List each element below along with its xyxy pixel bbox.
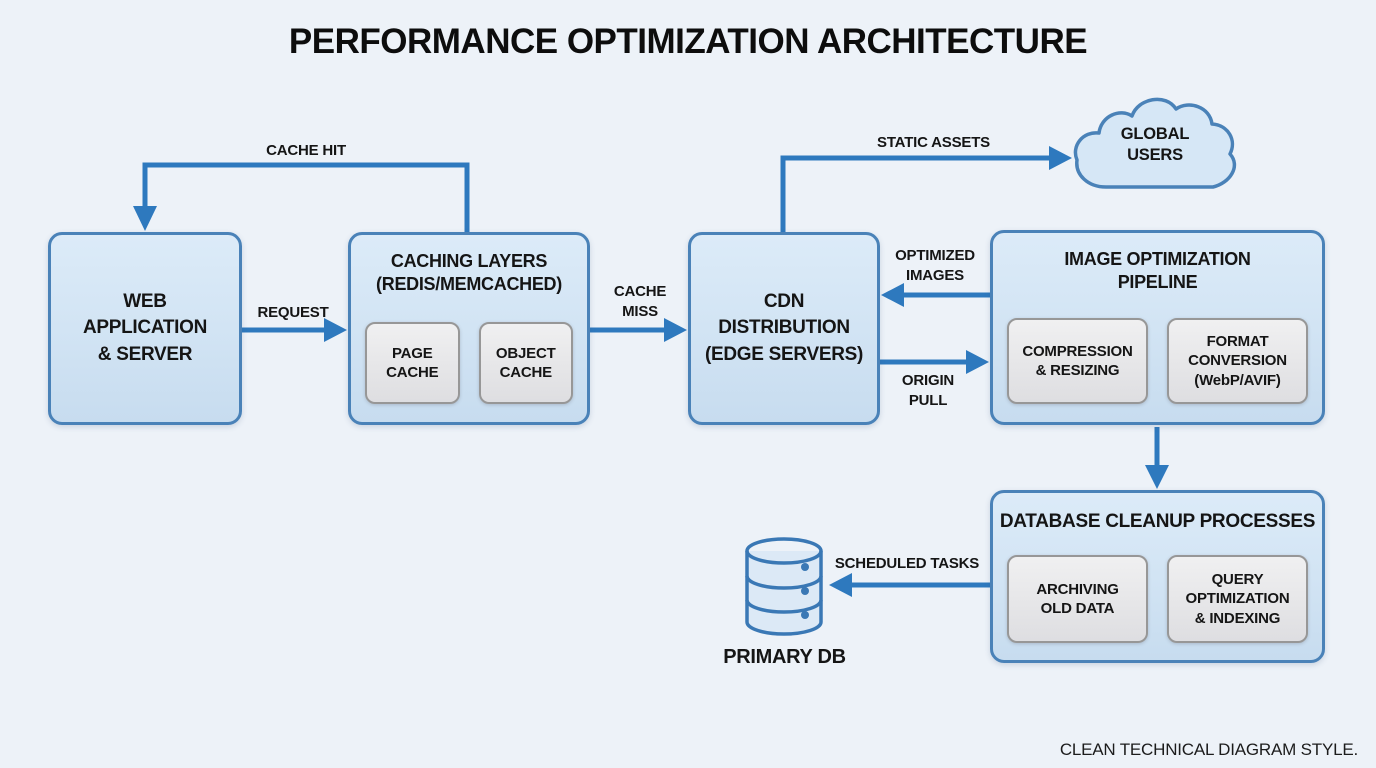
origin-pull-label: ORIGIN PULL [901, 372, 955, 410]
node-image-optimization-pipeline: IMAGE OPTIMIZATION PIPELINE COMPRESSION … [990, 230, 1325, 425]
optimized-images-arrow [881, 283, 990, 307]
cache-miss-arrow [590, 318, 687, 342]
subnode-object-cache: OBJECT CACHE [478, 322, 573, 404]
static-assets-label: STATIC ASSETS [877, 134, 990, 151]
pipeline-to-cleanup-arrow [1145, 427, 1169, 489]
diagram-title: PERFORMANCE OPTIMIZATION ARCHITECTURE [288, 22, 1088, 61]
global-users-cloud: GLOBAL USERS [1066, 90, 1244, 194]
node-cdn-distribution: CDN DISTRIBUTION (EDGE SERVERS) [688, 232, 880, 425]
subnode-archiving-old-data: ARCHIVING OLD DATA [1007, 555, 1148, 643]
node-database-cleanup: DATABASE CLEANUP PROCESSES ARCHIVING OLD… [990, 490, 1325, 663]
cache-miss-label: CACHE MISS [613, 283, 667, 321]
cleanup-subrow: ARCHIVING OLD DATA QUERY OPTIMIZATION & … [1007, 555, 1308, 643]
cloud-icon [1073, 97, 1237, 189]
node-label: WEB APPLICATION & SERVER [82, 290, 208, 365]
request-arrow [242, 318, 347, 342]
global-users-label: GLOBAL USERS [1120, 125, 1190, 165]
optimized-images-label: OPTIMIZED IMAGES [895, 247, 975, 285]
style-caption: CLEAN TECHNICAL DIAGRAM STYLE. [1059, 740, 1358, 759]
node-label: DATABASE CLEANUP PROCESSES [999, 511, 1316, 532]
subnode-query-optimization: QUERY OPTIMIZATION & INDEXING [1167, 555, 1308, 643]
database-cylinder-icon [745, 537, 823, 636]
node-label: CDN DISTRIBUTION (EDGE SERVERS) [704, 290, 864, 365]
scheduled-tasks-label: SCHEDULED TASKS [834, 555, 980, 572]
node-label: CACHING LAYERS (REDIS/MEMCACHED) [376, 251, 562, 294]
pipeline-subrow: COMPRESSION & RESIZING FORMAT CONVERSION… [1007, 318, 1308, 404]
subnode-compression-resizing: COMPRESSION & RESIZING [1007, 318, 1148, 404]
cache-hit-arrow [133, 162, 470, 232]
static-assets-arrow [780, 146, 1072, 232]
scheduled-tasks-arrow [829, 573, 990, 597]
origin-pull-arrow [880, 350, 989, 374]
primary-db-label: PRIMARY DB [723, 646, 846, 668]
node-caching-layers: CACHING LAYERS (REDIS/MEMCACHED) PAGE CA… [348, 232, 590, 425]
node-label: IMAGE OPTIMIZATION PIPELINE [1064, 249, 1251, 292]
caching-subrow: PAGE CACHE OBJECT CACHE [365, 322, 573, 404]
subnode-format-conversion: FORMAT CONVERSION (WebP/AVIF) [1167, 318, 1308, 404]
subnode-page-cache: PAGE CACHE [365, 322, 460, 404]
cache-hit-label: CACHE HIT [266, 142, 346, 159]
request-label: REQUEST [257, 304, 329, 321]
node-web-application: WEB APPLICATION & SERVER [48, 232, 242, 425]
primary-db-icon [738, 536, 830, 638]
